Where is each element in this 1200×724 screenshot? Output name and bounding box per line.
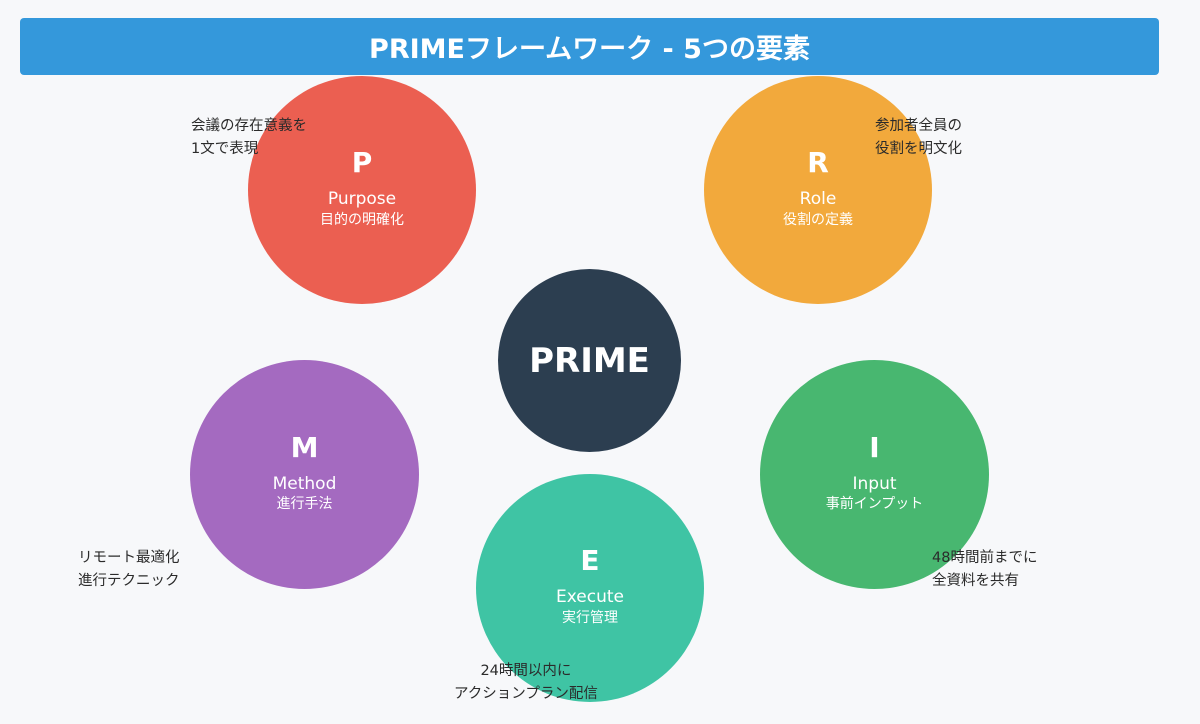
method-note-line: 進行テクニック [78, 573, 180, 590]
method-letter: M [290, 430, 319, 464]
input-note-line: 48時間前までに [932, 550, 1038, 566]
role-note-line: 役割を明文化 [875, 141, 962, 158]
prime-center-label: PRIME [529, 340, 650, 381]
role-circle: R Role 役割の定義 [704, 76, 932, 304]
prime-center-circle: PRIME [498, 269, 681, 452]
purpose-note-line: 1文で表現 [191, 141, 259, 158]
purpose-note: 会議の存在意義を 1文で表現 [191, 115, 307, 161]
input-circle: I Input 事前インプット [760, 360, 989, 589]
role-name: Role [799, 189, 837, 210]
execute-circle: E Execute 実行管理 [476, 474, 704, 702]
execute-note-line: 24時間以内に [480, 663, 572, 679]
input-note-line: 全資料を共有 [932, 573, 1019, 590]
method-note: リモート最適化 進行テクニック [78, 547, 180, 593]
method-name: Method [272, 473, 337, 494]
role-note: 参加者全員の 役割を明文化 [875, 115, 962, 161]
execute-name: Execute [556, 587, 624, 608]
purpose-letter: P [351, 146, 373, 180]
method-jp-label: 進行手法 [276, 496, 333, 513]
diagram-title: PRIMEフレームワーク - 5つの要素 [20, 18, 1159, 75]
execute-note: 24時間以内に アクションプラン配信 [454, 660, 598, 706]
purpose-jp-label: 目的の明確化 [320, 211, 404, 228]
input-note: 48時間前までに 全資料を共有 [932, 547, 1037, 593]
role-note-line: 参加者全員の [875, 118, 962, 134]
method-note-line: リモート最適化 [78, 550, 180, 566]
purpose-circle: P Purpose 目的の明確化 [248, 76, 476, 304]
input-letter: I [869, 430, 880, 464]
input-name: Input [852, 473, 897, 494]
input-jp-label: 事前インプット [825, 496, 924, 513]
purpose-note-line: 会議の存在意義を [191, 118, 307, 134]
purpose-name: Purpose [327, 189, 397, 210]
role-letter: R [807, 146, 829, 180]
execute-note-line: アクションプラン配信 [454, 686, 598, 703]
method-circle: M Method 進行手法 [190, 360, 419, 589]
role-jp-label: 役割の定義 [783, 211, 853, 228]
execute-jp-label: 実行管理 [562, 609, 618, 626]
execute-letter: E [580, 544, 600, 578]
